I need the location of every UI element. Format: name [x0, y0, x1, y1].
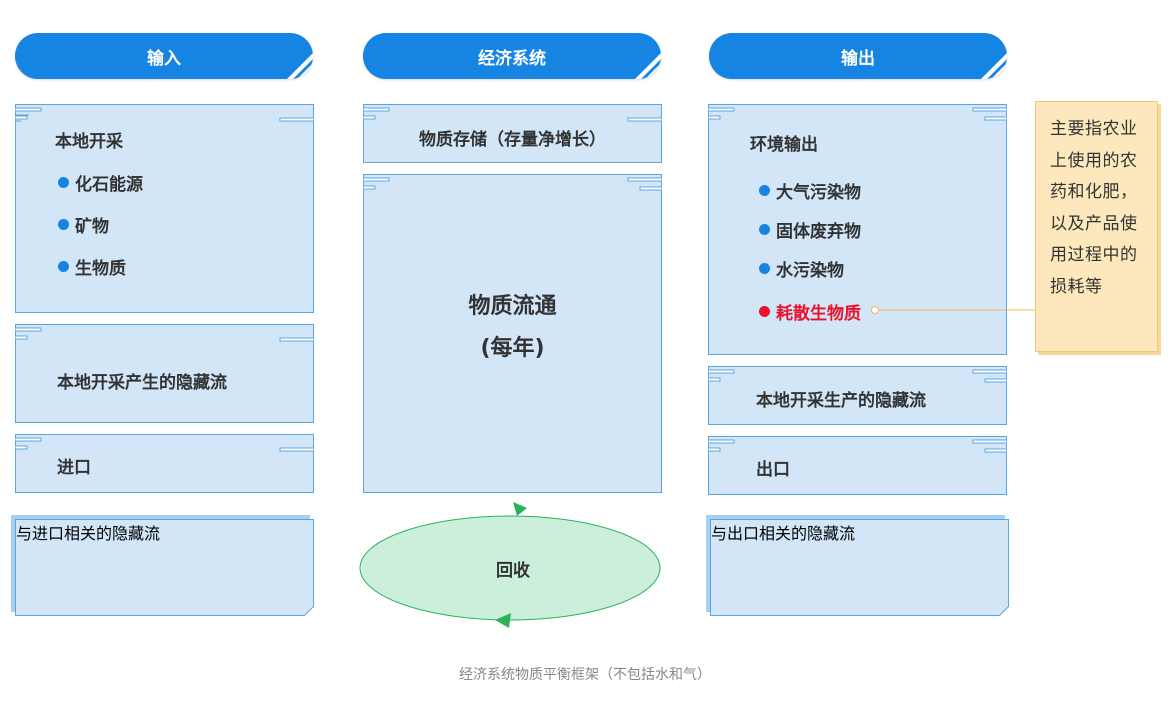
corner-fold-icon: [999, 606, 1009, 616]
box-tab-decoration: [279, 117, 314, 122]
local-hidden-flow-box: 本地开采产生的隐藏流: [15, 324, 314, 423]
header-corner-stripes: [635, 53, 661, 79]
local-extraction-item: 生物质: [58, 254, 126, 279]
imports-label: 进口: [57, 458, 91, 478]
bullet-dot-icon: [759, 185, 770, 196]
bullet-dot-icon: [759, 306, 770, 317]
bullet-dot-icon: [58, 261, 69, 272]
env-output-box: 环境输出 大气污染物 固体废弃物 水污染物 耗散生物质: [708, 104, 1007, 355]
local-extraction-item: 矿物: [58, 212, 109, 237]
env-output-item: 固体废弃物: [759, 217, 861, 242]
header-input: 输入: [15, 33, 313, 79]
env-output-highlight-item: 耗散生物质: [759, 299, 861, 324]
box-tab-decoration: [15, 437, 42, 450]
box-tab-decoration: [972, 107, 1007, 121]
export-hidden-flow-box: 与出口相关的隐藏流: [710, 519, 1009, 616]
annotation-note: 主要指农业上使用的农药和化肥，以及产品使用过程中的损耗等: [1035, 101, 1158, 352]
box-tab-decoration: [627, 177, 662, 191]
box-tab-decoration: [363, 107, 390, 120]
box-tab-decoration: [708, 107, 735, 120]
arrow-left-icon: [495, 613, 511, 628]
throughput-box: 物质流通 (每年): [363, 174, 662, 493]
box-tab-decoration: [627, 117, 662, 122]
note-connector-line: [871, 306, 1038, 314]
stock-label: 物质存储（存量净增长）: [419, 130, 606, 150]
stock-box: 物质存储（存量净增长）: [363, 104, 662, 163]
local-extraction-item: 化石能源: [58, 170, 143, 195]
recycle-label: 回收: [496, 561, 530, 581]
header-corner-stripes: [981, 53, 1007, 79]
box-tab-decoration: [708, 369, 735, 382]
header-input-label: 输入: [147, 48, 181, 69]
corner-fold-icon: [304, 606, 314, 616]
box-tab-decoration: [363, 177, 390, 190]
box-tab-decoration: [15, 327, 42, 340]
imports-box: 进口: [15, 434, 314, 493]
import-hidden-flow-box: 与进口相关的隐藏流: [15, 519, 314, 616]
box-tab-decoration: [279, 337, 314, 342]
throughput-title: 物质流通: [468, 294, 557, 319]
output-hidden-flow-label: 本地开采生产的隐藏流: [756, 391, 926, 411]
output-hidden-flow-box: 本地开采生产的隐藏流: [708, 366, 1007, 425]
export-hidden-flow-label: 与出口相关的隐藏流: [711, 524, 856, 543]
box-tab-decoration: [972, 439, 1007, 453]
arrow-right-icon: [513, 502, 527, 516]
exports-box: 出口: [708, 436, 1007, 495]
header-output: 输出: [709, 33, 1007, 79]
exports-label: 出口: [756, 460, 790, 480]
header-output-label: 输出: [841, 48, 875, 69]
bullet-dot-icon: [58, 177, 69, 188]
env-output-item: 水污染物: [759, 256, 844, 281]
box-tab-decoration: [708, 439, 735, 452]
recycle-ellipse-graphic: [359, 502, 661, 628]
local-extraction-box: 本地开采 化石能源 矿物 生物质: [15, 104, 314, 313]
header-corner-stripes: [287, 53, 313, 79]
box-tab-decoration: [279, 447, 314, 452]
local-hidden-flow-label: 本地开采产生的隐藏流: [57, 373, 227, 393]
figure-caption: 经济系统物质平衡框架（不包括水和气）: [459, 667, 711, 683]
bullet-dot-icon: [759, 263, 770, 274]
bullet-dot-icon: [58, 219, 69, 230]
box-tab-decoration: [15, 107, 42, 122]
header-economy-label: 经济系统: [478, 48, 546, 69]
env-output-item: 大气污染物: [759, 178, 861, 203]
throughput-subtitle: (每年): [480, 336, 545, 361]
env-output-title: 环境输出: [750, 135, 818, 155]
import-hidden-flow-label: 与进口相关的隐藏流: [16, 524, 161, 543]
header-economy: 经济系统: [363, 33, 661, 79]
local-extraction-title: 本地开采: [55, 132, 123, 152]
bullet-dot-icon: [759, 224, 770, 235]
box-tab-decoration: [972, 369, 1007, 383]
